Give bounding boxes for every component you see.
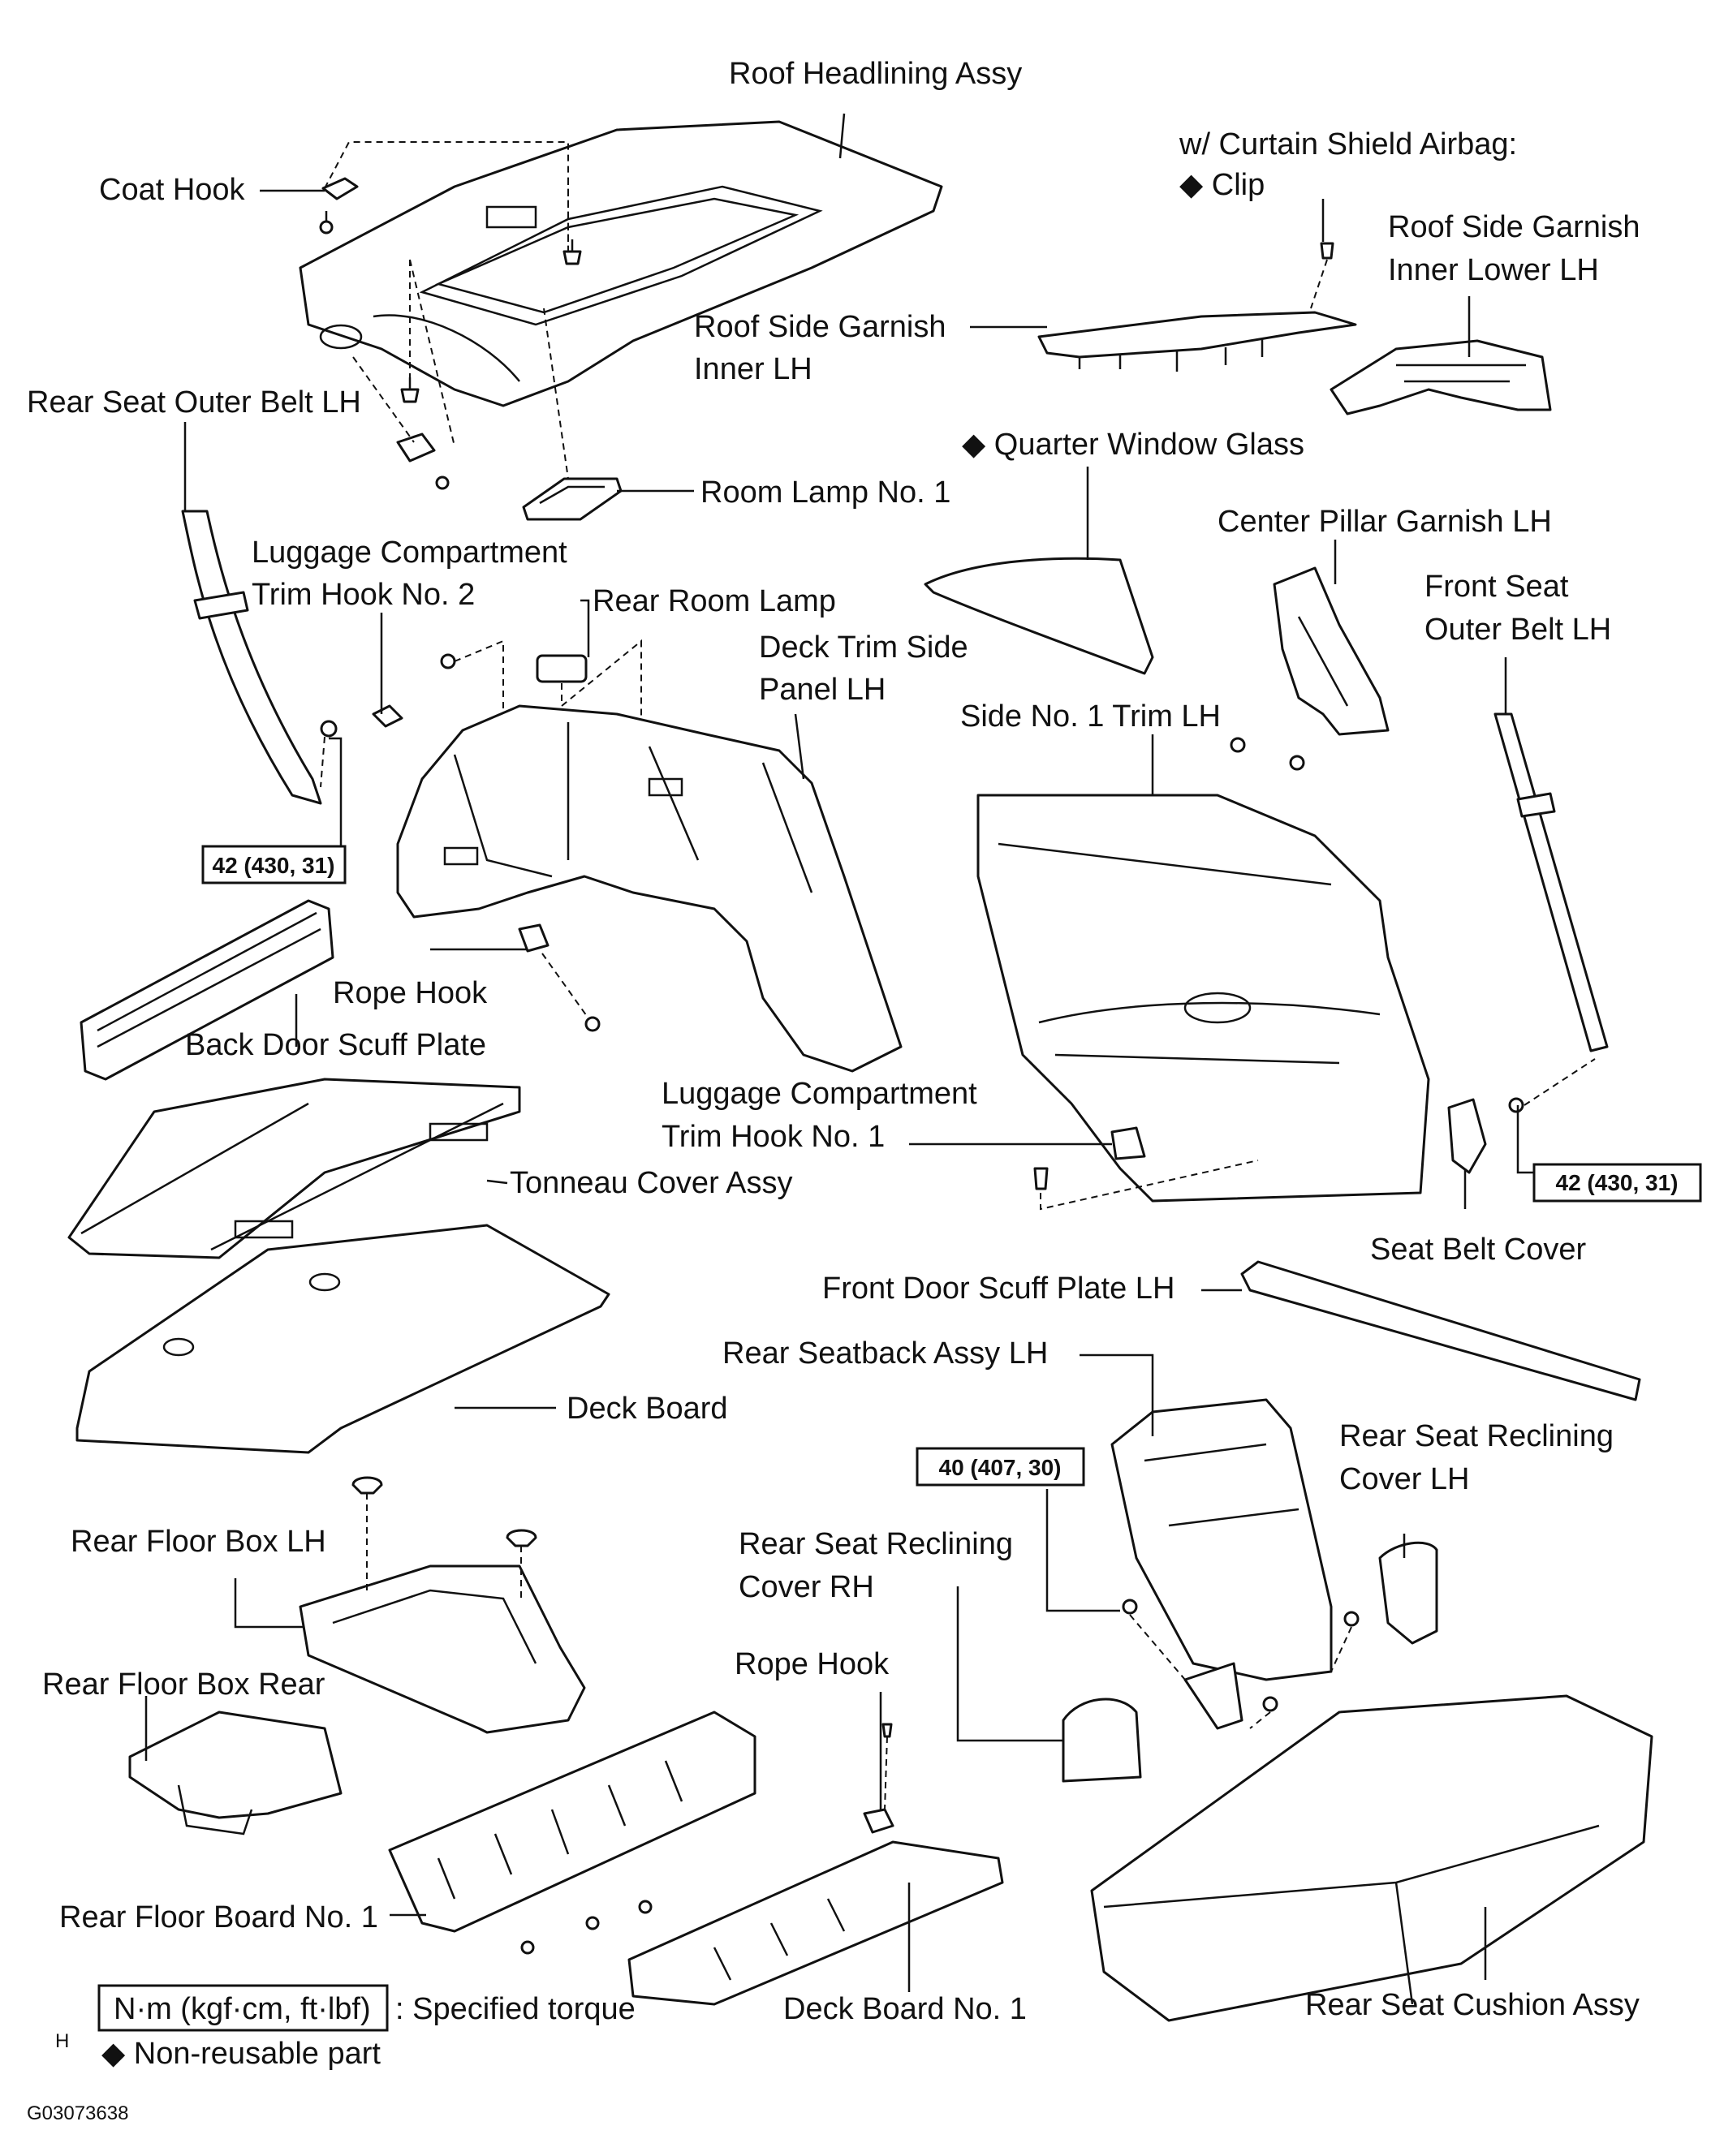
label-luggage-hook-no2-line2: Trim Hook No. 2: [252, 578, 475, 612]
label-luggage-hook-no1-line1: Luggage Compartment: [662, 1077, 977, 1111]
legend-torque-text: : Specified torque: [395, 1992, 636, 2026]
label-quarter-window-glass: ◆ Quarter Window Glass: [962, 428, 1304, 462]
label-center-pillar-garnish: Center Pillar Garnish LH: [1218, 505, 1552, 539]
rear-floor-box-rear-drawing: [128, 1711, 343, 1835]
label-rear-seat-reclining-cover-lh-line1: Rear Seat Reclining: [1339, 1419, 1614, 1453]
roof-dashes: [324, 141, 569, 480]
center-pillar-garnish-drawing: [1230, 566, 1390, 771]
part-labels: Roof Headlining Assy Coat Hook w/ Curtai…: [27, 57, 1640, 2026]
label-rear-seat-reclining-cover-rh-line1: Rear Seat Reclining: [739, 1527, 1013, 1561]
label-side-no1-trim: Side No. 1 Trim LH: [960, 699, 1221, 734]
roof-side-garnish-inner-drawing: [1037, 311, 1357, 372]
tonneau-cover-drawing: [67, 1078, 521, 1259]
rear-seat-outer-belt-drawing: [181, 510, 338, 805]
label-rear-seat-outer-belt: Rear Seat Outer Belt LH: [27, 385, 361, 420]
legend-nonreusable: ◆ Non-reusable part: [101, 2037, 381, 2071]
roof-side-garnish-lower-drawing: [1330, 339, 1552, 415]
label-curtain-airbag-line2: ◆ Clip: [1179, 168, 1265, 202]
label-tonneau-cover-assy: Tonneau Cover Assy: [510, 1166, 793, 1200]
label-room-lamp-no1: Room Lamp No. 1: [700, 476, 950, 510]
front-seat-outer-belt-drawing: [1493, 712, 1609, 1113]
label-rear-floor-board-no1: Rear Floor Board No. 1: [59, 1900, 378, 1934]
label-rear-seat-cushion-assy: Rear Seat Cushion Assy: [1305, 1988, 1640, 2022]
label-rope-hook-lower: Rope Hook: [735, 1647, 890, 1681]
luggage-hook-no1-drawing: [1033, 1126, 1259, 1211]
label-roof-side-garnish-lower-line2: Inner Lower LH: [1388, 253, 1599, 287]
seat-belt-cover-drawing: [1447, 1098, 1487, 1174]
torque-spec-front-belt: 42 (430, 31): [1532, 1163, 1702, 1203]
label-back-door-scuff-plate: Back Door Scuff Plate: [185, 1028, 486, 1062]
torque-value-front-belt: 42 (430, 31): [1556, 1170, 1679, 1195]
page-letter: H: [55, 2030, 69, 2052]
label-roof-side-garnish-lower-line1: Roof Side Garnish: [1388, 210, 1640, 244]
roof-clips-drawing: [396, 239, 582, 490]
back-door-scuff-plate-drawing: [80, 899, 334, 1081]
rear-floor-box-lh-drawing: [299, 1476, 586, 1734]
rear-seatback-drawing: [1110, 1398, 1360, 1730]
label-rear-floor-box-rear: Rear Floor Box Rear: [42, 1668, 325, 1702]
torque-value-rear-belt: 42 (430, 31): [213, 853, 335, 878]
label-deck-trim-side-panel-line1: Deck Trim Side: [759, 630, 968, 665]
reclining-cover-lh-drawing: [1378, 1541, 1438, 1645]
deck-board-no1-drawing: [627, 1840, 1004, 2006]
label-rope-hook-upper: Rope Hook: [333, 976, 488, 1010]
label-roof-side-garnish-inner-line1: Roof Side Garnish: [694, 310, 946, 344]
label-luggage-hook-no1-line2: Trim Hook No. 1: [662, 1120, 885, 1154]
deck-board-drawing: [75, 1224, 610, 1454]
label-coat-hook: Coat Hook: [99, 173, 246, 207]
label-rear-seat-reclining-cover-lh-line2: Cover LH: [1339, 1462, 1470, 1496]
room-lamp-drawing: [522, 477, 623, 521]
legend: N·m (kgf·cm, ft·lbf) : Specified torque …: [27, 1984, 636, 2124]
rope-hook-lower-drawing: [863, 1723, 894, 1834]
reclining-cover-rh-drawing: [1062, 1698, 1142, 1783]
label-rear-room-lamp: Rear Room Lamp: [593, 584, 836, 618]
label-seat-belt-cover: Seat Belt Cover: [1370, 1233, 1586, 1267]
rope-hook-upper-drawing: [518, 923, 601, 1032]
figure-id: G03073638: [27, 2102, 128, 2124]
torque-spec-rear-belt: 42 (430, 31): [201, 845, 347, 884]
label-deck-board-no1: Deck Board No. 1: [783, 1992, 1027, 2026]
label-rear-seatback-assy: Rear Seatback Assy LH: [722, 1336, 1048, 1371]
label-roof-side-garnish-inner-line2: Inner LH: [694, 352, 812, 386]
deck-trim-side-panel-drawing: [396, 704, 903, 1073]
front-door-scuff-plate-drawing: [1240, 1260, 1641, 1401]
torque-value-seatback: 40 (407, 30): [939, 1455, 1062, 1480]
side-no1-trim-drawing: [976, 794, 1430, 1203]
torque-spec-seatback: 40 (407, 30): [916, 1447, 1085, 1487]
leader-lines: [144, 113, 1534, 1992]
roof-headlining-drawing: [299, 120, 943, 407]
rear-floor-board-no1-drawing: [388, 1711, 756, 1955]
label-deck-trim-side-panel-line2: Panel LH: [759, 673, 886, 707]
label-front-door-scuff-plate: Front Door Scuff Plate LH: [822, 1272, 1174, 1306]
label-front-seat-outer-belt-line1: Front Seat: [1424, 570, 1569, 604]
label-curtain-airbag-line1: w/ Curtain Shield Airbag:: [1179, 127, 1517, 161]
rear-room-lamp-drawing: [536, 639, 642, 775]
label-deck-board: Deck Board: [567, 1392, 728, 1426]
label-rear-floor-box-lh: Rear Floor Box LH: [71, 1525, 326, 1559]
label-rear-seat-reclining-cover-rh-line2: Cover RH: [739, 1570, 874, 1604]
rear-seat-cushion-drawing: [1090, 1694, 1653, 2022]
curtain-clip-drawing: [1310, 242, 1334, 309]
quarter-window-glass-drawing: [924, 557, 1154, 675]
label-roof-headlining-assy: Roof Headlining Assy: [729, 57, 1022, 91]
label-luggage-hook-no2-line1: Luggage Compartment: [252, 536, 567, 570]
legend-torque-box-text: N·m (kgf·cm, ft·lbf): [114, 1992, 371, 2026]
coat-hook-drawing: [319, 177, 359, 235]
label-front-seat-outer-belt-line2: Outer Belt LH: [1424, 613, 1611, 647]
